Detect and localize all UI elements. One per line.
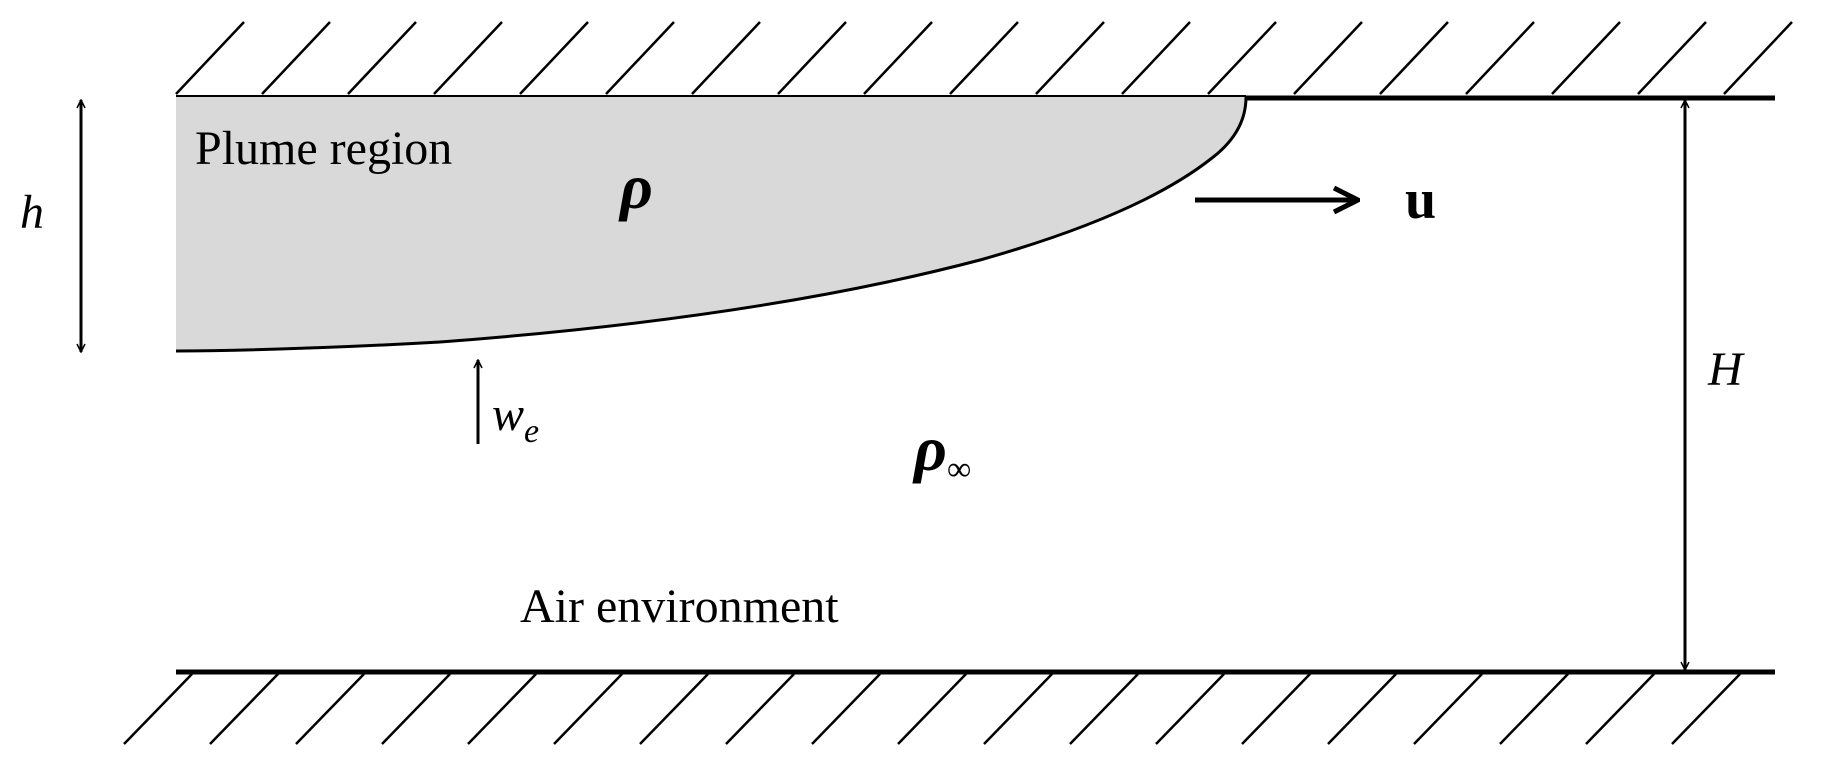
top-wall-hatch-line	[777, 21, 847, 95]
plume-thickness-label: h	[20, 186, 44, 239]
bottom-wall-hatch-line	[381, 673, 451, 745]
bottom-wall	[123, 669, 1775, 745]
bottom-wall-hatch-line	[1069, 673, 1139, 745]
top-wall-hatch-line	[175, 21, 245, 95]
bottom-wall-hatch-line	[983, 673, 1053, 745]
top-wall-hatch-line	[261, 21, 331, 95]
top-wall-hatch-line	[1465, 21, 1535, 95]
bottom-wall-hatch-line	[1671, 673, 1741, 745]
ambient-rho: ρ	[912, 413, 947, 484]
bottom-wall-hatch-line	[209, 673, 279, 745]
top-wall-hatch-line	[1379, 21, 1449, 95]
top-wall-hatch-line	[691, 21, 761, 95]
top-wall-hatch-line	[949, 21, 1019, 95]
bottom-wall-hatch-line	[639, 673, 709, 745]
entrainment-w: w	[492, 388, 524, 441]
plume-density-label: ρ	[618, 151, 653, 222]
top-wall-hatch-line	[1035, 21, 1105, 95]
bottom-wall-hatch-line	[1241, 673, 1311, 745]
bottom-wall-hatch-line	[467, 673, 537, 745]
top-wall-hatch-line	[347, 21, 417, 95]
top-wall-hatch-line	[1121, 21, 1191, 95]
bottom-wall-hatch-line	[1413, 673, 1483, 745]
top-wall-hatch-line	[1551, 21, 1621, 95]
bottom-wall-hatch-line	[725, 673, 795, 745]
bottom-wall-hatch-line	[295, 673, 365, 745]
plume-region-fill	[176, 97, 1246, 351]
bottom-wall-hatch-line	[1499, 673, 1569, 745]
ambient-subscript: ∞	[947, 451, 971, 488]
plume-boundary-curve	[175, 96, 1248, 353]
top-wall-hatch-line	[433, 21, 503, 95]
bottom-wall-hatch-line	[1585, 673, 1655, 745]
bottom-wall-hatching	[123, 673, 1741, 745]
top-wall-hatch-line	[519, 21, 589, 95]
velocity-label: u	[1405, 169, 1436, 231]
top-wall-hatch-line	[1207, 21, 1277, 95]
ambient-density-label: ρ∞	[912, 413, 971, 488]
top-wall	[175, 21, 1793, 101]
plume-region-label: Plume region	[195, 122, 452, 175]
bottom-wall-hatch-line	[1327, 673, 1397, 745]
entrainment-subscript: e	[524, 413, 539, 450]
bottom-wall-hatch-line	[897, 673, 967, 745]
bottom-wall-hatch-line	[123, 673, 193, 745]
bottom-wall-hatch-line	[1155, 673, 1225, 745]
top-wall-hatching	[175, 21, 1793, 95]
air-environment-label: Air environment	[520, 580, 839, 633]
top-wall-hatch-line	[863, 21, 933, 95]
top-wall-hatch-line	[1637, 21, 1707, 95]
entrainment-velocity-label: we	[492, 388, 539, 450]
bottom-wall-hatch-line	[553, 673, 623, 745]
bottom-wall-hatch-line	[811, 673, 881, 745]
top-wall-hatch-line	[1723, 21, 1793, 95]
top-wall-hatch-line	[605, 21, 675, 95]
top-wall-hatch-line	[1293, 21, 1363, 95]
channel-height-label: H	[1707, 343, 1745, 396]
